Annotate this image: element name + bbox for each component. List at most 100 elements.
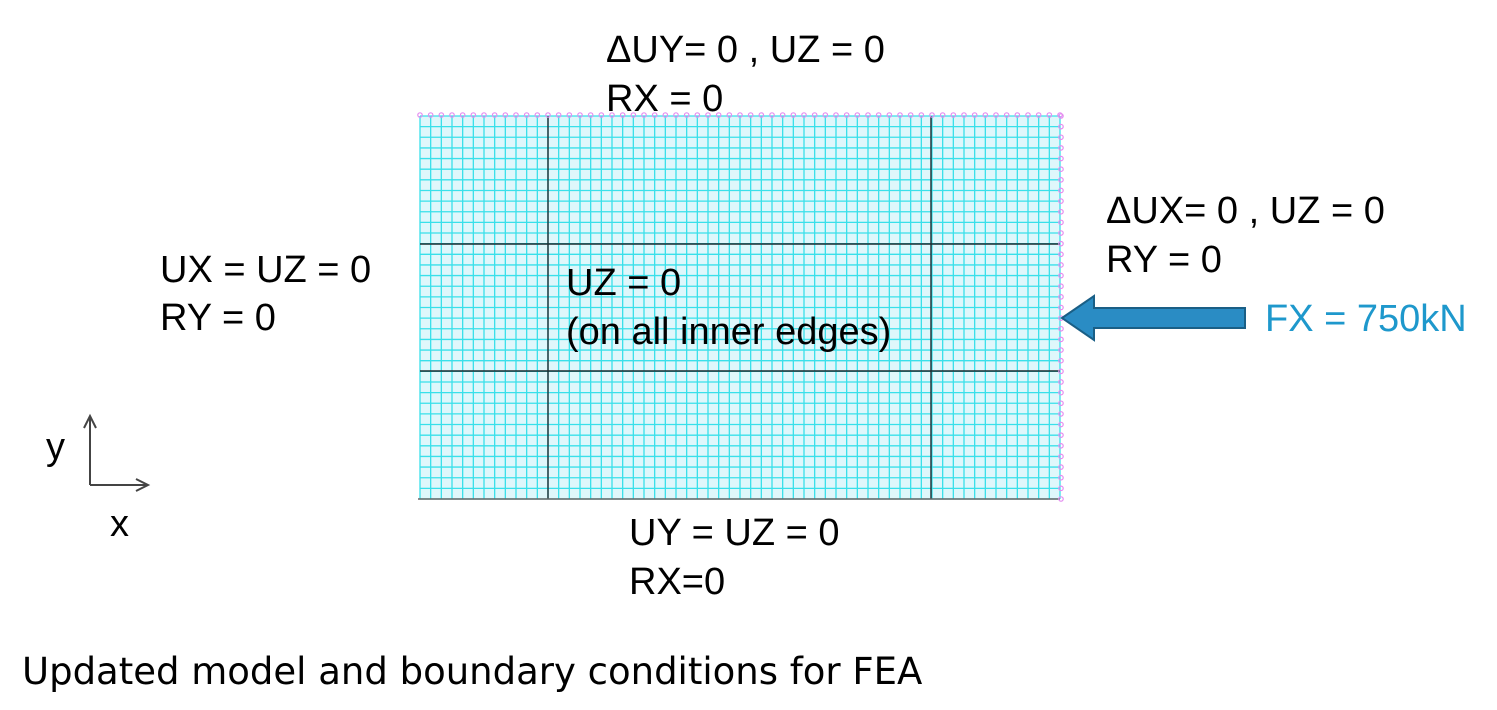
top-boundary-marker [865,112,871,118]
right-boundary-marker [1058,113,1064,119]
top-boundary-marker [598,112,605,118]
top-boundary-marker [1035,112,1042,118]
top-boundary-marker [918,112,925,118]
force-label: FX = 750kN [1265,298,1467,340]
mesh-grid [419,115,1061,500]
top-boundary-marker [1003,112,1010,118]
top-boundary-marker [662,112,669,118]
top-boundary-marker [481,112,487,118]
top-boundary-marker [577,112,583,118]
right-boundary-marker [1058,240,1064,247]
top-boundary-marker [971,112,978,118]
right-boundary-marker [1058,389,1064,396]
top-boundary-marker [854,112,861,118]
top-boundary-marker [1014,112,1021,118]
right-boundary-marker [1058,464,1064,470]
top-boundary-marker [630,112,637,118]
figure-caption: Updated model and boundary conditions fo… [22,650,923,693]
inner-constraint-line1: UZ = 0 [566,262,682,304]
top-boundary-marker [1025,112,1031,118]
top-boundary-marker [1057,112,1063,118]
top-boundary-marker [843,112,850,118]
top-boundary-marker [747,112,754,118]
y-axis-label: y [46,426,65,468]
top-boundary-marker [417,112,423,118]
top-boundary-marker [683,112,690,118]
top-boundary-marker [459,112,466,118]
top-boundary-marker [427,112,434,118]
top-boundary-marker [449,112,455,118]
right-boundary-marker [1058,368,1064,375]
right-boundary-marker [1058,283,1064,290]
right-boundary-marker [1058,272,1064,279]
right-boundary-marker [1058,496,1064,502]
top-boundary-marker [907,112,914,118]
right-boundary-marker [1058,336,1064,343]
right-boundary-marker [1058,155,1064,162]
top-boundary-marker [491,112,498,118]
top-boundary-marker [779,112,786,118]
right-boundary-marker [1058,198,1064,204]
axis-triad [83,413,151,492]
top-boundary-marker [545,112,551,118]
top-boundary-marker [929,112,935,118]
top-boundary-marker [673,112,679,118]
top-boundary-marker [587,112,594,118]
top-boundary-marker [875,112,882,118]
x-axis-arrowhead [135,478,151,492]
top-boundary-marker [769,112,775,118]
right-constraint-line1: ΔUX= 0 , UZ = 0 [1106,190,1385,232]
top-boundary-marker [790,112,797,118]
right-boundary-marker [1058,432,1064,438]
top-boundary-marker [513,112,519,118]
top-boundary-marker [811,112,818,118]
left-constraint-line1: UX = UZ = 0 [160,249,372,291]
right-boundary-marker [1058,443,1064,449]
right-boundary-marker [1058,304,1064,311]
top-constraint-line2: RX = 0 [606,78,724,120]
partition-lines [420,116,1060,499]
bottom-constraint-line2: RX=0 [629,561,726,603]
top-boundary-marker [758,112,765,118]
y-axis-arrowhead [83,413,97,429]
top-boundary-marker [897,112,903,118]
right-boundary-marker [1058,208,1064,215]
right-boundary-marker [1058,421,1064,428]
top-boundary-marker [609,112,615,118]
top-boundary-marker [523,112,530,118]
right-boundary-marker [1058,123,1064,130]
right-boundary-marker [1058,262,1064,268]
top-boundary-marker [886,112,893,118]
top-boundary-marker [705,112,711,118]
inner-constraint-line2: (on all inner edges) [566,311,892,353]
top-boundary-marker [961,112,967,118]
right-boundary-marker [1058,347,1064,353]
top-boundary-marker [619,112,626,118]
top-boundary-marker [822,112,829,118]
right-boundary-marker [1058,485,1064,492]
top-boundary-marker [438,112,445,118]
top-boundary-marker [651,112,658,118]
right-boundary-marker [1058,357,1064,364]
top-boundary-marker [534,112,541,118]
top-boundary-marker [982,112,989,118]
right-boundary-marker [1058,400,1064,407]
top-boundary-marker [726,112,733,118]
top-boundary-marker [993,112,999,118]
right-boundary-marker [1058,230,1064,236]
right-boundary-marker [1058,166,1064,172]
top-boundary-marker [737,112,743,118]
right-boundary-marker [1058,251,1064,258]
right-boundary-marker [1058,411,1064,417]
top-boundary-marker [694,112,701,118]
top-boundary-marker [833,112,839,118]
top-boundary-marker [555,112,562,118]
right-boundary-marker [1058,187,1064,194]
top-boundary-marker [801,112,807,118]
right-boundary-marker [1058,325,1064,332]
right-boundary-marker [1058,177,1064,183]
bottom-constraint-line1: UY = UZ = 0 [629,512,840,554]
right-constraint-line2: RY = 0 [1106,239,1222,281]
top-boundary-marker [715,112,722,118]
